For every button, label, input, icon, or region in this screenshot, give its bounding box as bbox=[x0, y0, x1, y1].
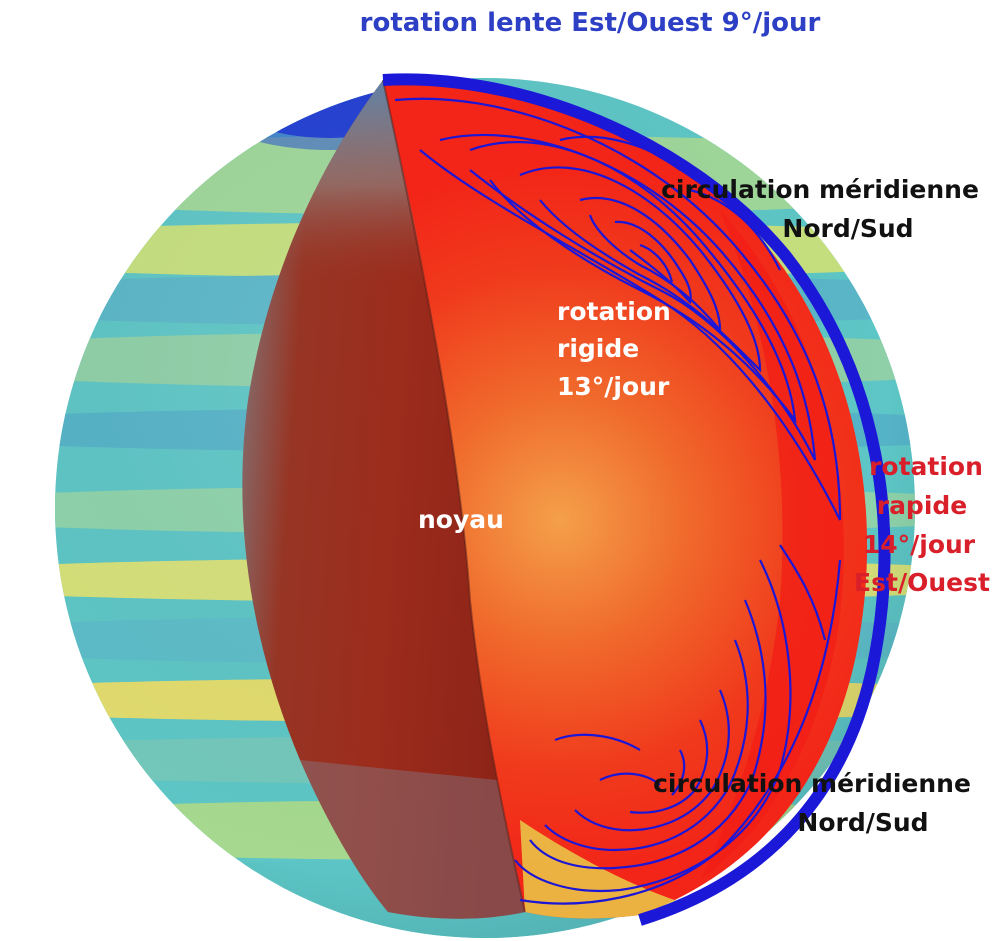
label-core: noyau bbox=[418, 505, 504, 534]
core-bottom-shading bbox=[300, 760, 525, 919]
label-meridional-bottom-line1: circulation méridienne bbox=[653, 769, 971, 798]
convection-boundary bbox=[382, 73, 891, 926]
interior-section bbox=[383, 79, 868, 919]
interior-yellow-edge bbox=[520, 820, 690, 919]
core-edge-line bbox=[382, 79, 526, 913]
core-top-shading bbox=[248, 80, 470, 500]
label-fast-line4: Est/Ouest bbox=[854, 568, 990, 597]
label-rigid-line1: rotation bbox=[557, 297, 671, 326]
label-fast-line2: rapide bbox=[877, 491, 968, 520]
meridional-streamlines-top bbox=[394, 97, 842, 521]
label-meridional-top-line1: circulation méridienne bbox=[661, 175, 979, 204]
label-fast-line3: 14°/jour bbox=[863, 530, 976, 559]
meridional-streamlines-bottom bbox=[514, 544, 842, 905]
label-top-rotation: rotation lente Est/Ouest 9°/jour bbox=[360, 8, 821, 38]
label-meridional-bottom-line2: Nord/Sud bbox=[797, 808, 928, 837]
label-meridional-top-line2: Nord/Sud bbox=[782, 214, 913, 243]
label-fast-line1: rotation bbox=[869, 452, 983, 481]
label-rigid-line3: 13°/jour bbox=[557, 372, 670, 401]
label-rigid-line2: rigide bbox=[557, 334, 639, 363]
